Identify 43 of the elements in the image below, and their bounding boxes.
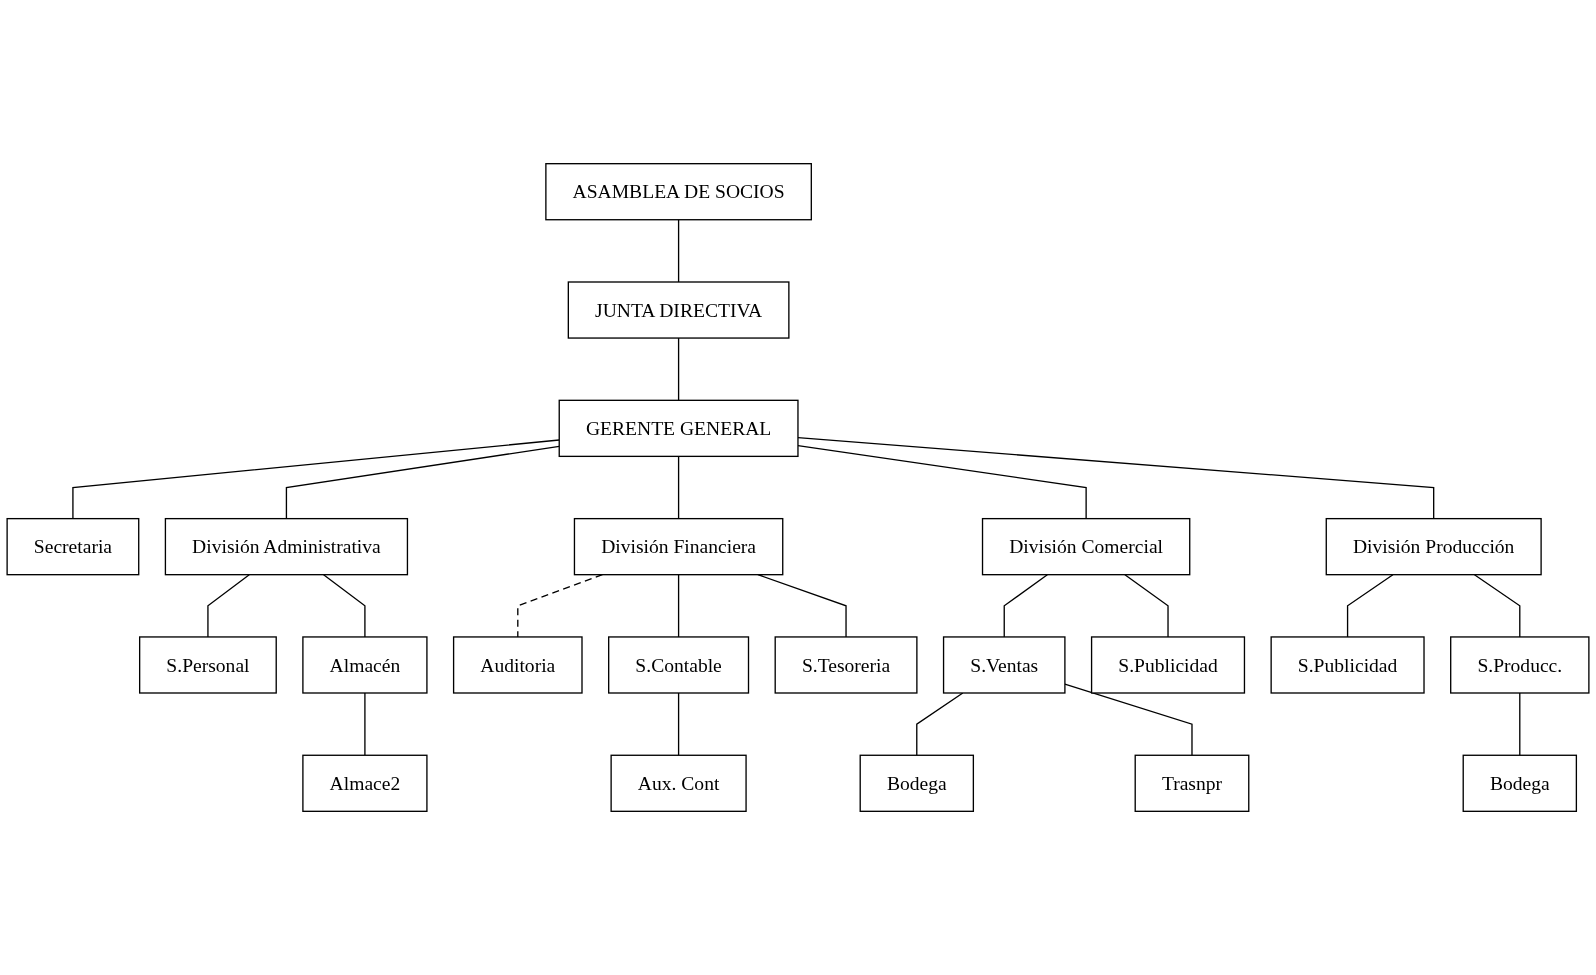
- node-box: ASAMBLEA DE SOCIOS: [545, 163, 812, 221]
- node-box: División Administrativa: [164, 517, 409, 576]
- node-box: S.Producc.: [1450, 636, 1590, 694]
- node-box: JUNTA DIRECTIVA: [567, 281, 790, 339]
- node-box: S.Ventas: [942, 636, 1066, 694]
- connector: [517, 574, 604, 638]
- connector: [322, 574, 366, 638]
- connector: [1003, 574, 1048, 638]
- connector: [1064, 683, 1193, 756]
- node-box: Auditoria: [452, 636, 583, 694]
- connector: [677, 219, 680, 283]
- connector: [916, 692, 964, 756]
- connector: [677, 455, 680, 520]
- node-box: S.Publicidad: [1090, 636, 1246, 694]
- connector: [1124, 574, 1169, 638]
- connector: [1519, 692, 1521, 756]
- connector: [1346, 574, 1394, 638]
- node-box: Aux. Cont: [610, 754, 747, 812]
- connector: [285, 445, 560, 520]
- node-box: División Producción: [1325, 517, 1542, 576]
- connector: [757, 574, 847, 638]
- node-box: Secretaria: [6, 517, 140, 576]
- node-box: Bodega: [859, 754, 975, 812]
- connector: [797, 437, 1435, 520]
- node-box: S.Publicidad: [1270, 636, 1425, 694]
- node-box: División Financiera: [573, 517, 784, 576]
- node-box: Almace2: [302, 754, 428, 812]
- node-box: S.Personal: [139, 636, 277, 694]
- node-box: Bodega: [1462, 754, 1578, 812]
- connector: [677, 337, 680, 401]
- node-box: División Comercial: [981, 517, 1191, 576]
- node-box: GERENTE GENERAL: [558, 399, 799, 458]
- connector: [677, 574, 680, 638]
- node-box: S.Contable: [608, 636, 750, 694]
- node-box: S.Tesoreria: [774, 636, 918, 694]
- connector: [1473, 574, 1521, 638]
- node-box: Trasnpr: [1134, 754, 1250, 812]
- connector: [797, 445, 1087, 520]
- connector: [677, 692, 680, 756]
- connector: [364, 692, 366, 756]
- node-box: Almacén: [302, 636, 428, 694]
- connector: [72, 439, 560, 520]
- connector: [207, 574, 250, 638]
